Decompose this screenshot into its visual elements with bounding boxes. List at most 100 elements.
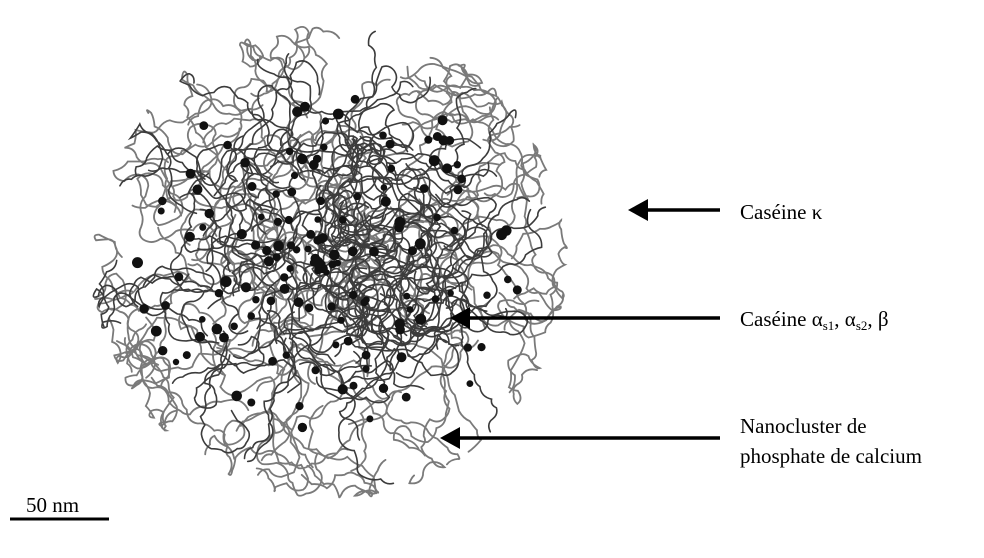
nanocluster-dot [237,229,247,239]
nanocluster-dot [395,325,405,335]
scale-bar-text: 50 nm [26,493,79,517]
nanocluster-dot [322,117,329,124]
nanocluster-dot [223,141,232,150]
nanocluster-dot [381,197,391,207]
nanocluster-dot [293,246,300,253]
nanocluster-dot [454,185,463,194]
nanocluster-dot [348,246,358,256]
nanocluster-dot [438,115,448,125]
nanocluster-dot [193,185,203,195]
nanocluster-dot [454,161,461,168]
nanocluster-dot [247,312,255,320]
nanocluster-dot [241,282,251,292]
nanocluster-dot [513,285,522,294]
nanocluster-dot [447,290,454,297]
nanocluster-dot [415,314,426,325]
nanocluster-dot [273,241,284,252]
nanocluster-dot [333,109,344,120]
nanocluster-dot [323,269,330,276]
nanocluster-dot [388,165,396,173]
nanocluster-dot [402,393,411,402]
nanocluster-dot [327,302,335,310]
nanocluster-dot [219,333,229,343]
nanocluster-dot [230,323,238,331]
nanocluster-dot [504,276,512,284]
nanocluster-dot [338,384,348,394]
nanocluster-dot [386,140,395,149]
nanocluster-dot [457,175,466,184]
nanocluster-dot [183,351,191,359]
nanocluster-dot [151,326,162,337]
nanocluster-dot [264,256,274,266]
nanocluster-dot [407,306,414,313]
nanocluster-dot [477,343,485,351]
label-kappa-casein-text: Caséine κ [740,200,822,224]
nanocluster-dot [292,107,302,117]
nanocluster-dot [366,415,373,422]
nanocluster-dot [314,216,321,223]
nanocluster-dot [158,197,166,205]
nanocluster-dot [312,257,323,268]
nanocluster-dot [420,184,429,193]
nanocluster-dot [496,229,507,240]
nanocluster-dot [339,216,347,224]
nanocluster-dot [205,209,215,219]
nanocluster-dot [369,247,379,257]
nanocluster-dot [379,384,388,393]
label-nanocluster-line2: phosphate de calcium [740,441,922,471]
nanocluster-dot [379,132,387,140]
casein-strand [351,401,459,471]
nanocluster-dot [295,402,303,410]
nanocluster-dot [158,208,165,215]
nanocluster-dot [132,257,143,268]
nanocluster-dot [351,95,360,104]
nanocluster-dot [297,154,307,164]
nanocluster-dot [433,214,440,221]
nanocluster-dot [283,352,290,359]
casein-strand [95,235,181,311]
nanocluster-dot [397,352,407,362]
label-kappa-casein: Caséine κ [740,197,822,227]
nanocluster-dot [467,380,474,387]
nanocluster-dot [432,295,440,303]
label-alpha-s1-subscript: s1 [823,318,835,333]
nanocluster-dot [439,135,449,145]
nanocluster-dot [258,214,265,221]
label-nanocluster: Nanocluster de phosphate de calcium [740,411,922,471]
nanocluster-dot [362,351,371,360]
nanocluster-dot [317,197,325,205]
nanocluster-dot [442,163,452,173]
nanocluster-dot [199,316,206,323]
nanocluster-dot [215,289,223,297]
nanocluster-dot [247,399,255,407]
nanocluster-dot [240,158,250,168]
nanocluster-dot [220,276,231,287]
nanocluster-dot [317,234,326,243]
nanocluster-dot [195,332,205,342]
nanocluster-dot [329,250,340,261]
nanocluster-dot [394,217,405,228]
nanocluster-dot [294,297,304,307]
nanocluster-dot [231,391,242,402]
nanocluster-dot [139,304,149,314]
nanocluster-dot [344,337,353,346]
nanocluster-dot [161,301,170,310]
label-alpha-beta-casein: Caséine αs1, αs2, β [740,304,889,334]
nanocluster-dot [173,359,179,365]
nanocluster-dot [251,241,260,250]
label-alpha-separator: , α [834,307,856,331]
nanocluster-dot [451,227,459,235]
nanocluster-dot [252,296,259,303]
nanocluster-dot [262,246,271,255]
nanocluster-dot [291,172,298,179]
nanocluster-dot [199,121,208,130]
nanocluster-dot [312,366,320,374]
nanocluster-dot [338,317,345,324]
label-alpha-prefix: Caséine α [740,307,823,331]
nanocluster-dot [274,218,282,226]
nanocluster-dot [287,188,296,197]
nanocluster-dot [268,357,277,366]
nanocluster-dot [287,265,294,272]
nanocluster-dot [286,148,293,155]
